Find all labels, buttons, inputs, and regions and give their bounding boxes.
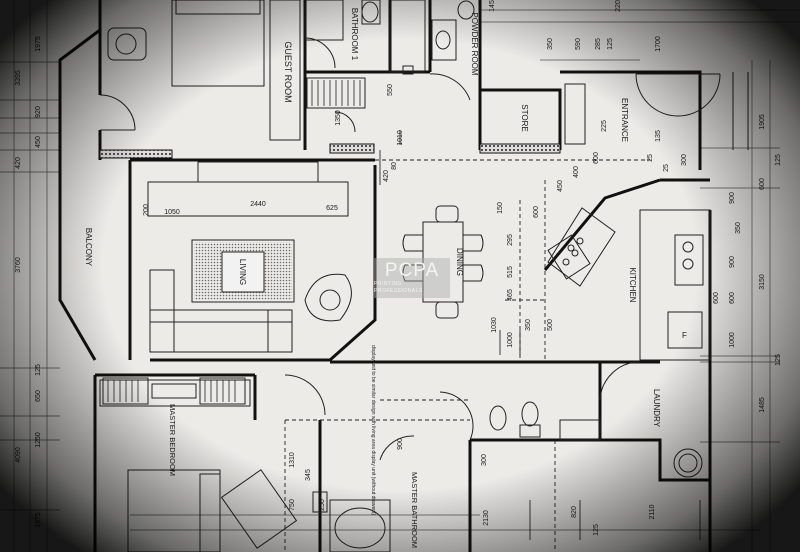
dim-din-1000: 1000 [507,332,514,348]
dim-top-145: 145 [489,0,496,12]
dim-kit-600: 600 [729,292,736,304]
dim-left-125: 125 [35,364,42,376]
dim-80: 80 [391,162,398,170]
dim-bot-2110: 2110 [649,504,656,519]
dim-din-225: 225 [601,120,608,132]
dim-625: 625 [326,205,338,212]
dim-right-1905: 1905 [759,114,766,130]
dim-right-3150: 3150 [759,274,766,290]
dim-kit-350: 350 [735,222,742,234]
dim-left-1975b: 1975 [35,512,42,528]
dim-din-515: 515 [507,266,514,278]
watermark: PCPA PRINTING PROFESSIONALS [374,258,450,298]
room-label-store: STORE [520,104,529,131]
room-label-guest-room: GUEST ROOM [283,41,293,102]
dim-2440: 2440 [250,201,266,208]
room-label-dining: DINING [455,248,464,276]
dim-top-285: 285 [595,38,602,50]
dim-left-920: 920 [35,106,42,118]
watermark-logo: PCPA [384,260,440,281]
dim-bot-2130: 2130 [483,510,490,526]
dim-1050: 1050 [164,209,180,216]
dim-din-295: 295 [507,234,514,246]
dim-din-1030: 1030 [491,317,498,333]
dim-left-3760: 3760 [15,257,22,273]
dim-top-125: 125 [607,38,614,50]
dim-bot-125: 125 [593,524,600,536]
dim-left-3395: 3395 [15,70,22,86]
dim-mb-1310: 1310 [289,452,296,468]
dim-200: 200 [143,204,150,216]
dim-left-1250: 1250 [35,432,42,448]
dim-din-150: 150 [497,202,504,214]
dim-kit-900b: 900 [729,256,736,268]
room-label-bathroom-1: BATHROOM 1 [350,8,359,61]
dim-bath-1010: 1010 [397,130,404,146]
dim-mb-750: 750 [289,499,296,511]
dim-top-350: 350 [547,38,554,50]
dim-420: 420 [383,170,390,182]
dim-ent-300: 300 [681,154,688,166]
dim-left-4090: 4090 [15,447,22,463]
dim-din-600: 600 [593,152,600,164]
dim-mb-250: 250 [319,499,326,511]
dim-ent-25b: 25 [663,164,670,172]
room-label-master-bathroom: MASTER BATHROOM [410,472,419,548]
dim-right-600: 600 [759,178,766,190]
room-label-laundry: LAUNDRY [652,389,661,428]
dim-left-420: 420 [15,157,22,169]
dim-mb-300: 300 [481,454,488,466]
dim-right-125: 125 [775,154,782,166]
dim-din-450: 450 [557,180,564,192]
dim-din-600b: 600 [533,206,540,218]
room-label-living: LIVING [238,259,247,285]
dim-kit-1000: 1000 [729,332,736,348]
room-label-entrance: ENTRANCE [620,98,629,142]
room-label-kitchen: KITCHEN [628,267,637,302]
dim-din-350: 350 [525,319,532,331]
dim-mb-345: 345 [305,469,312,481]
room-label-balcony: BALCONY [84,228,93,267]
watermark-subtitle: PRINTING PROFESSIONALS [374,281,423,294]
dim-ent-135: 135 [655,130,662,142]
dim-din-500: 500 [547,319,554,331]
dim-kit-900: 900 [729,192,736,204]
dim-top-220: 220 [615,0,622,12]
room-label-master-bedroom: MASTER BEDROOM [168,404,177,476]
dim-mb-900: 900 [397,438,404,450]
dim-bath-550: 550 [387,84,394,96]
dim-kit-600b: 600 [713,292,720,304]
dim-top-590: 590 [575,38,582,50]
dim-right-1485: 1485 [759,397,766,413]
dim-din-465: 465 [507,289,514,301]
room-label-powder-room: POWDER ROOM [470,12,479,75]
dim-left-450: 450 [35,136,42,148]
dim-top-1700: 1700 [655,36,662,52]
fridge-label: F [682,331,687,340]
dim-left-top: 1975 [35,36,42,52]
display-unit-note: display unit to be similar design with l… [370,345,376,515]
dim-left-650: 650 [35,390,42,402]
dim-bot-820: 820 [571,506,578,518]
dim-din-400: 400 [573,166,580,178]
dim-ent-25: 25 [647,154,654,162]
dim-right-125b: 125 [775,354,782,366]
dim-bath-1350: 1350 [335,110,342,126]
